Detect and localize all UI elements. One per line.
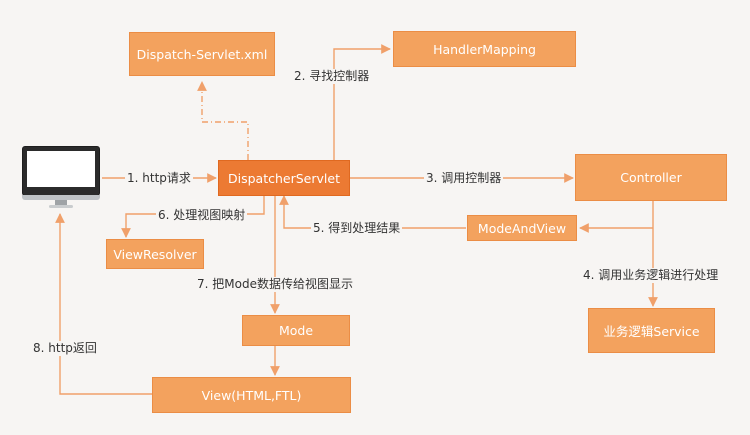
label-call-controller: 3. 调用控制器 bbox=[424, 171, 504, 186]
label-find-controller: 2. 寻找控制器 bbox=[292, 69, 372, 84]
node-view: View(HTML,FTL) bbox=[152, 377, 351, 413]
label-view-mapping: 6. 处理视图映射 bbox=[156, 208, 248, 223]
node-handler-mapping: HandlerMapping bbox=[393, 31, 576, 67]
node-mode-and-view: ModeAndView bbox=[467, 215, 577, 241]
label-http-request: 1. http请求 bbox=[125, 171, 193, 186]
node-business-service: 业务逻辑Service bbox=[588, 308, 715, 353]
node-mode: Mode bbox=[242, 315, 350, 346]
edge-dispatch-config bbox=[197, 81, 249, 160]
node-dispatcher-servlet: DispatcherServlet bbox=[218, 160, 350, 196]
node-dispatch-servlet-xml: Dispatch-Servlet.xml bbox=[129, 32, 275, 76]
node-controller: Controller bbox=[575, 154, 727, 201]
node-view-resolver: ViewResolver bbox=[106, 239, 204, 269]
desktop-monitor-icon bbox=[22, 146, 100, 210]
edge-result bbox=[279, 195, 466, 229]
edge-find-controller bbox=[333, 44, 391, 160]
label-get-result: 5. 得到处理结果 bbox=[311, 221, 403, 236]
label-http-return: 8. http返回 bbox=[31, 341, 99, 356]
label-pass-mode: 7. 把Mode数据传给视图显示 bbox=[195, 277, 355, 292]
edge-http-return bbox=[55, 213, 152, 395]
label-call-service: 4. 调用业务逻辑进行处理 bbox=[581, 268, 721, 283]
